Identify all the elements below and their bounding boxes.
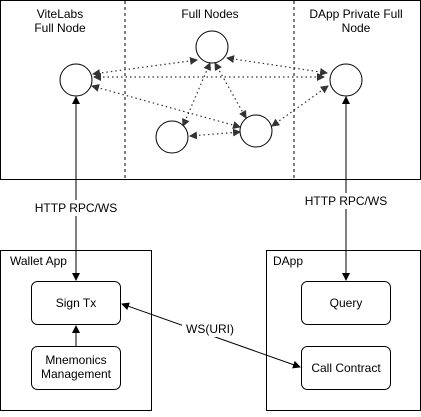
mesh-edges [91, 55, 329, 140]
vitelabs-title-line1: ViteLabs [37, 7, 83, 21]
sign-tx-label: Sign Tx [56, 296, 96, 310]
edge-bottom-mid [189, 128, 241, 140]
dapp-node-title-line1: DApp Private Full [309, 7, 402, 21]
left-http-label: HTTP RPC/WS [35, 201, 117, 215]
full-node-top [195, 30, 229, 64]
edge-top-mid [214, 62, 247, 119]
wallet-app-title: Wallet App [10, 254, 67, 268]
right-http-label: HTTP RPC/WS [305, 194, 387, 208]
right-http-label-bg [298, 193, 394, 209]
dapp-title: DApp [273, 254, 303, 268]
full-node-bottom-left [155, 120, 189, 154]
ws-uri-label: WS(URI) [186, 322, 234, 336]
edge-top-dapp-node [226, 55, 328, 76]
vitelabs-title-line2: Full Node [34, 21, 86, 35]
mnemonics-box [31, 346, 121, 390]
vitelabs-node [59, 63, 93, 97]
call-contract-label: Call Contract [311, 361, 381, 375]
ws-uri-label-bg [182, 321, 238, 337]
dapp-private-node [329, 63, 363, 97]
query-box [301, 281, 391, 325]
left-http-label-bg [28, 200, 124, 216]
dapp-node-title-line2: Node [342, 21, 371, 35]
full-node-bottom-right [239, 114, 273, 148]
call-contract-box [301, 346, 391, 390]
edge-vitelabs-mid [91, 84, 241, 129]
mnemonics-line2: Management [41, 367, 112, 381]
query-label: Query [330, 296, 363, 310]
sign-tx-box [31, 281, 121, 325]
mnemonics-line1: Mnemonics [45, 353, 106, 367]
full-nodes-title: Full Nodes [181, 7, 238, 21]
